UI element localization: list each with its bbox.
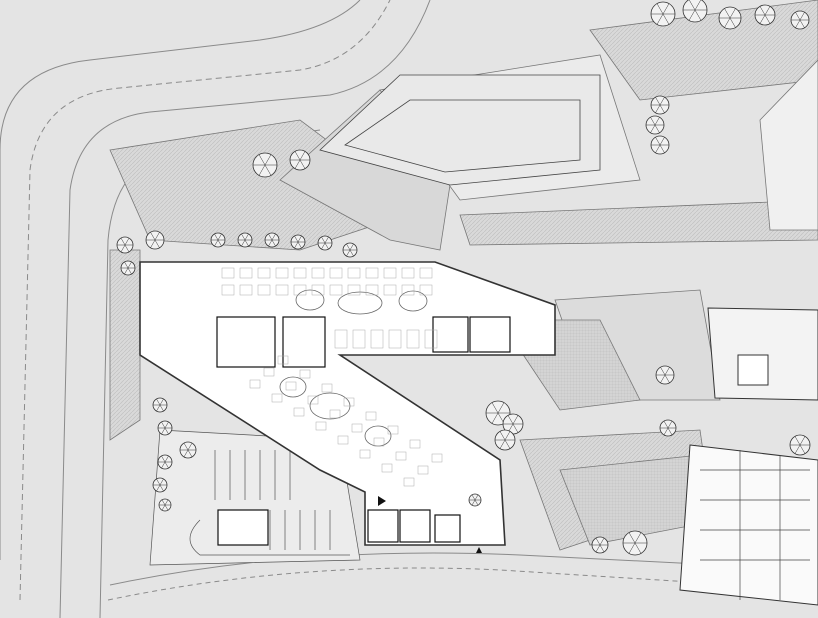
desk xyxy=(395,451,407,461)
desk xyxy=(329,267,343,279)
desk xyxy=(383,267,397,279)
desk xyxy=(321,383,333,393)
office xyxy=(334,329,348,349)
tree-icon xyxy=(289,149,311,171)
office xyxy=(388,329,402,349)
tree-icon xyxy=(718,6,742,30)
desk xyxy=(315,421,327,431)
desk xyxy=(257,267,271,279)
tree-icon xyxy=(317,235,333,251)
tree-icon xyxy=(120,260,136,276)
desk xyxy=(275,284,289,296)
desk xyxy=(307,395,319,405)
desk xyxy=(347,284,361,296)
desk xyxy=(239,267,253,279)
north-arrow xyxy=(476,547,482,553)
tree-icon xyxy=(655,365,675,385)
tree-icon xyxy=(290,234,306,250)
desk xyxy=(417,465,429,475)
desk xyxy=(347,267,361,279)
tree-icon xyxy=(145,230,165,250)
tree-icon xyxy=(342,242,358,258)
tree-icon xyxy=(789,434,811,456)
tree-icon xyxy=(645,115,665,135)
office xyxy=(424,329,438,349)
office xyxy=(352,329,366,349)
tree-icon xyxy=(179,441,197,459)
desk xyxy=(343,397,355,407)
desk xyxy=(401,267,415,279)
desk xyxy=(409,439,421,449)
tree-icon xyxy=(237,232,253,248)
desk xyxy=(365,284,379,296)
desk xyxy=(311,267,325,279)
desk xyxy=(329,409,341,419)
desk xyxy=(271,393,283,403)
tree-icon xyxy=(210,232,226,248)
tree-icon xyxy=(650,135,670,155)
desk xyxy=(419,267,433,279)
tree-icon xyxy=(790,10,810,30)
tree-icon xyxy=(622,530,648,556)
desk xyxy=(365,411,377,421)
main-building xyxy=(139,261,556,553)
tree-icon xyxy=(152,397,168,413)
tree-icon xyxy=(468,493,482,507)
tree-icon xyxy=(659,419,677,437)
trees xyxy=(116,0,811,556)
tree-icon xyxy=(754,4,776,26)
tree-icon xyxy=(650,95,670,115)
office xyxy=(406,329,420,349)
neighbor-buildings xyxy=(679,307,818,606)
desk xyxy=(285,381,297,391)
desk xyxy=(359,449,371,459)
tree-icon xyxy=(157,420,173,436)
tree-icon xyxy=(264,232,280,248)
desk xyxy=(293,267,307,279)
desk xyxy=(383,284,397,296)
desk xyxy=(221,284,235,296)
desk xyxy=(221,267,235,279)
tree-icon xyxy=(591,536,609,554)
entrance-marker xyxy=(378,496,386,506)
desk xyxy=(373,437,385,447)
desk xyxy=(257,284,271,296)
desk xyxy=(431,453,443,463)
desk xyxy=(337,435,349,445)
tree-icon xyxy=(650,1,676,27)
desk xyxy=(293,407,305,417)
office xyxy=(370,329,384,349)
desk xyxy=(351,423,363,433)
desk-clusters xyxy=(221,267,443,487)
desk xyxy=(299,369,311,379)
desk xyxy=(293,284,307,296)
desk xyxy=(311,284,325,296)
tree-icon xyxy=(494,429,516,451)
desk xyxy=(249,379,261,389)
desk xyxy=(403,477,415,487)
tree-icon xyxy=(158,498,172,512)
desk xyxy=(387,425,399,435)
tree-icon xyxy=(157,454,173,470)
desk xyxy=(419,284,433,296)
desk xyxy=(365,267,379,279)
desk xyxy=(277,355,289,365)
desk xyxy=(263,367,275,377)
desk xyxy=(381,463,393,473)
desk xyxy=(275,267,289,279)
tree-icon xyxy=(252,152,278,178)
tree-icon xyxy=(682,0,708,23)
tree-icon xyxy=(116,236,134,254)
desk xyxy=(401,284,415,296)
desk xyxy=(239,284,253,296)
cores xyxy=(216,316,511,546)
desk xyxy=(329,284,343,296)
meeting-tables xyxy=(279,289,428,447)
landscape-zones xyxy=(109,0,818,551)
tree-icon xyxy=(152,477,168,493)
